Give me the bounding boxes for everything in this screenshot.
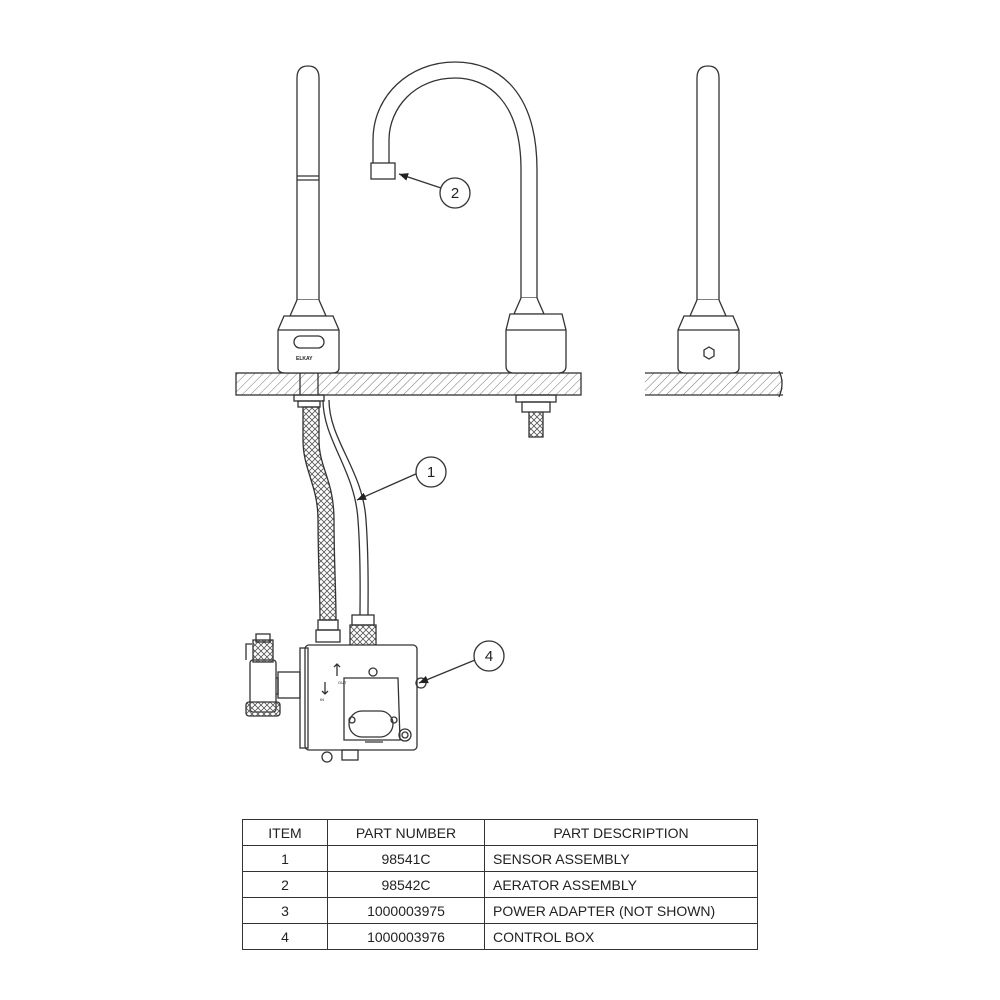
gooseneck-faucet <box>370 61 567 438</box>
table-row: 4 1000003976 CONTROL BOX <box>242 923 758 950</box>
control-box: OUT IN <box>299 644 427 763</box>
callout-2: 2 <box>398 173 471 209</box>
sensor-window-icon <box>293 335 325 349</box>
mounting-tab-icon <box>321 751 333 763</box>
svg-text:1: 1 <box>427 464 435 481</box>
inlet-valve <box>245 633 301 717</box>
table-row: 1 98541C SENSOR ASSEMBLY <box>242 845 758 872</box>
cell-item: 2 <box>242 871 328 898</box>
logo-icon <box>703 346 715 360</box>
sensor-faucet-right <box>677 65 740 374</box>
inlet-label: IN <box>320 697 324 702</box>
header-item: ITEM <box>242 819 328 846</box>
outlet-label: OUT <box>338 680 347 685</box>
battery-cover-icon <box>348 710 394 738</box>
header-part-number: PART NUMBER <box>327 819 485 846</box>
cell-item: 4 <box>242 923 328 950</box>
header-part-description: PART DESCRIPTION <box>484 819 758 846</box>
svg-text:2: 2 <box>451 185 459 202</box>
braided-supply-hose <box>302 406 341 643</box>
callout-1: 1 <box>356 456 447 501</box>
cell-part-number: 1000003976 <box>327 923 485 950</box>
parts-table: ITEM PART NUMBER PART DESCRIPTION 1 9854… <box>242 819 758 950</box>
brand-label: ELKAY <box>296 356 313 362</box>
cell-description: POWER ADAPTER (NOT SHOWN) <box>484 897 758 924</box>
cell-part-number: 98541C <box>327 845 485 872</box>
svg-text:4: 4 <box>485 648 493 665</box>
cell-item: 3 <box>242 897 328 924</box>
table-header-row: ITEM PART NUMBER PART DESCRIPTION <box>242 819 758 846</box>
table-row: 2 98542C AERATOR ASSEMBLY <box>242 871 758 898</box>
cell-description: AERATOR ASSEMBLY <box>484 871 758 898</box>
cell-description: CONTROL BOX <box>484 923 758 950</box>
cell-description: SENSOR ASSEMBLY <box>484 845 758 872</box>
sensor-faucet-left: ELKAY <box>277 65 340 408</box>
aerator-icon <box>370 162 396 180</box>
callout-4: 4 <box>418 640 505 684</box>
cell-part-number: 98542C <box>327 871 485 898</box>
cell-part-number: 1000003975 <box>327 897 485 924</box>
sensor-cable <box>322 399 377 649</box>
cell-item: 1 <box>242 845 328 872</box>
table-row: 3 1000003975 POWER ADAPTER (NOT SHOWN) <box>242 897 758 924</box>
